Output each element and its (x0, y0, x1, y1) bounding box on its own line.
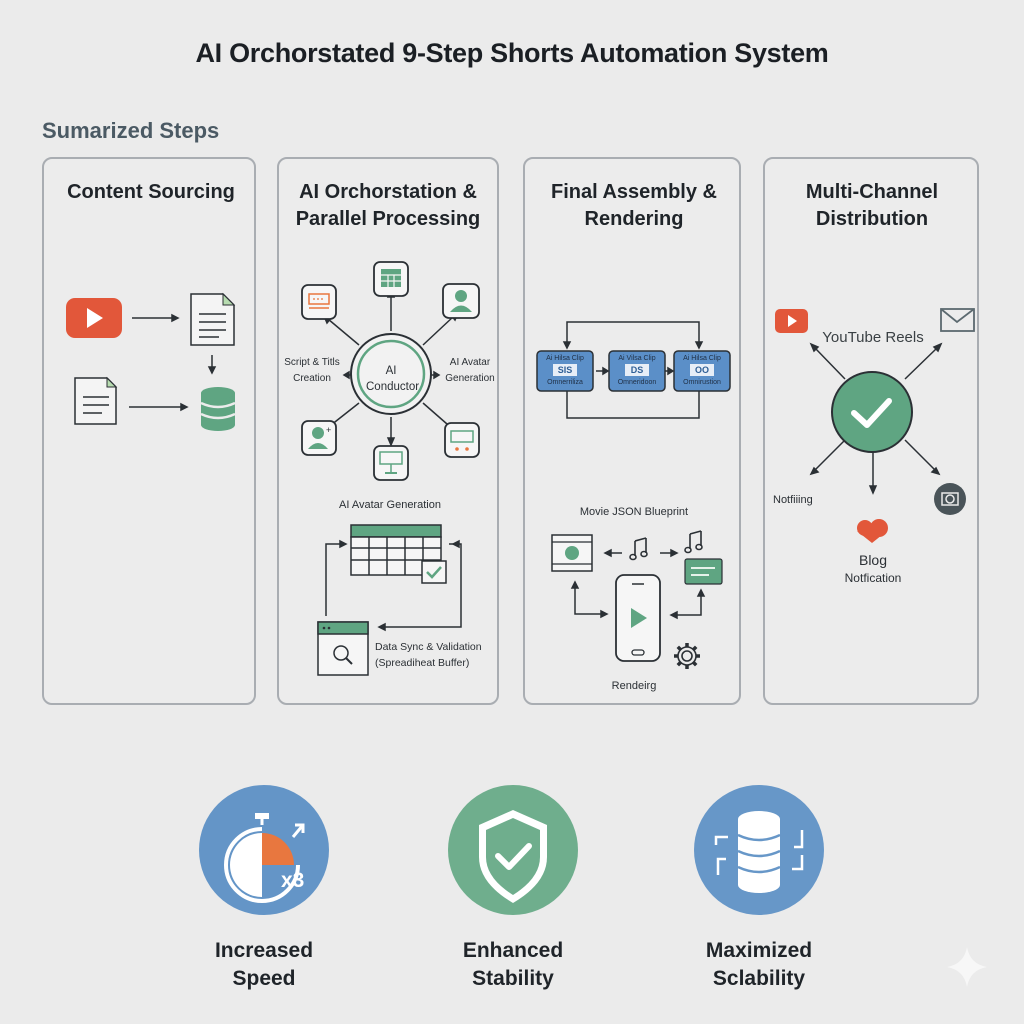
arrow-right (129, 402, 189, 412)
benefit-label: Enhanced Stability (462, 939, 564, 990)
ai-conductor-node (350, 333, 432, 415)
gear-icon (674, 643, 700, 669)
browser-search-icon (317, 621, 369, 676)
cloud-heart-icon (857, 519, 888, 543)
script-icon (301, 284, 337, 320)
scale-arrows (714, 830, 804, 875)
svg-text:+: + (326, 425, 331, 435)
panel-title: Content Sourcing (67, 181, 235, 203)
blog-label: Blog (858, 552, 888, 568)
clip-badge: SIS (557, 365, 573, 375)
clip-title: Ai Hilsa Clip (546, 355, 584, 362)
panel-distribution: Multi-Channel Distribution (763, 157, 979, 705)
panel-ai-orchestration: AI Orchorstation & Parallel Processing (277, 157, 499, 705)
sync-arrows (325, 539, 462, 632)
database-icon (714, 811, 804, 893)
clip-subtitle: Omnirustion (683, 379, 721, 386)
music-note-icon (684, 530, 703, 554)
check-circle-icon (831, 371, 913, 453)
blueprint-arrows (570, 548, 706, 620)
avatar-icon (442, 283, 480, 319)
clip-title: Ai Vilsa Clip (618, 355, 656, 362)
benefit-stability: Enhanced Stability (447, 785, 579, 993)
sparkle-icon (947, 947, 987, 987)
youtube-icon (775, 309, 808, 333)
sub-label: AI Avatar Generation (339, 499, 441, 511)
database-icon (200, 387, 236, 431)
channel-label: YouTube Reels (822, 329, 924, 346)
calendar-icon (373, 261, 409, 297)
stopwatch-icon (224, 813, 305, 903)
film-strip-icon (551, 534, 593, 572)
benefit-label: Maximized Sclability (705, 939, 813, 990)
benefit-circle: x3 (199, 785, 329, 915)
clip-subtitle: Omneridoon (617, 379, 657, 386)
sync-label: Data Sync & Validation (Spreadiheat Buff… (375, 641, 482, 669)
benefit-label: Increased Speed (214, 939, 314, 990)
notifying-label: Notfiiing (773, 494, 813, 506)
clip-badge: DS (630, 365, 644, 375)
panel-final-assembly: Final Assembly & Rendering (523, 157, 741, 705)
benefit-circle (448, 785, 578, 915)
caption-icon (684, 558, 723, 585)
music-note-icon (629, 537, 648, 561)
benefit-circle (694, 785, 824, 915)
board-icon (373, 445, 409, 481)
speed-multiplier: x3 (281, 869, 305, 892)
panel-title: Final Assembly & Rendering (551, 181, 717, 230)
left-label: Script & Titls Creation (284, 357, 340, 384)
shield-check-icon (479, 810, 547, 903)
content-sourcing-diagram (66, 292, 236, 431)
clip-badge: OO (694, 365, 709, 375)
notification-label: Notfication (844, 571, 902, 585)
distribution-arrows (809, 342, 943, 495)
arrow-right (132, 313, 180, 323)
youtube-icon (66, 298, 122, 338)
clip-subtitle: Omnerriliza (547, 379, 583, 386)
orchestration-diagram: + (301, 261, 480, 676)
clip-title: Ai Hilsa Clip (683, 355, 721, 362)
display-icon (444, 422, 480, 458)
center-label: AI Conductor (366, 365, 420, 393)
clip-badge-bg (690, 364, 714, 376)
benefit-speed: x3 Increased Speed (198, 785, 330, 993)
page-title: AI Orchorstated 9-Step Shorts Automation… (195, 38, 829, 68)
benefit-scalability: Maximized Sclability (693, 785, 825, 993)
clip-badge-bg (553, 364, 577, 376)
section-label: Sumarized Steps (42, 118, 220, 143)
arrow-down (207, 355, 217, 375)
right-label: AI Avatar Generation (445, 357, 495, 384)
clip-badge-bg (625, 364, 649, 376)
assembly-diagram (536, 321, 731, 669)
smartphone-icon (615, 574, 661, 662)
checkbox-check-icon (421, 560, 447, 584)
render-label: Rendeirg (611, 680, 657, 692)
blueprint-label: Movie JSON Blueprint (579, 506, 689, 518)
mail-icon (940, 308, 975, 332)
distribution-diagram (775, 308, 975, 543)
panel-title: Multi-Channel Distribution (805, 181, 939, 230)
spreadsheet-icon (350, 524, 442, 576)
panel-content-sourcing: Content Sourcing (42, 157, 256, 705)
add-user-icon: + (301, 420, 337, 456)
camera-icon (934, 483, 966, 515)
panel-title: AI Orchorstation & Parallel Processing (295, 181, 481, 230)
document-icon (74, 376, 118, 425)
document-icon (190, 292, 236, 346)
